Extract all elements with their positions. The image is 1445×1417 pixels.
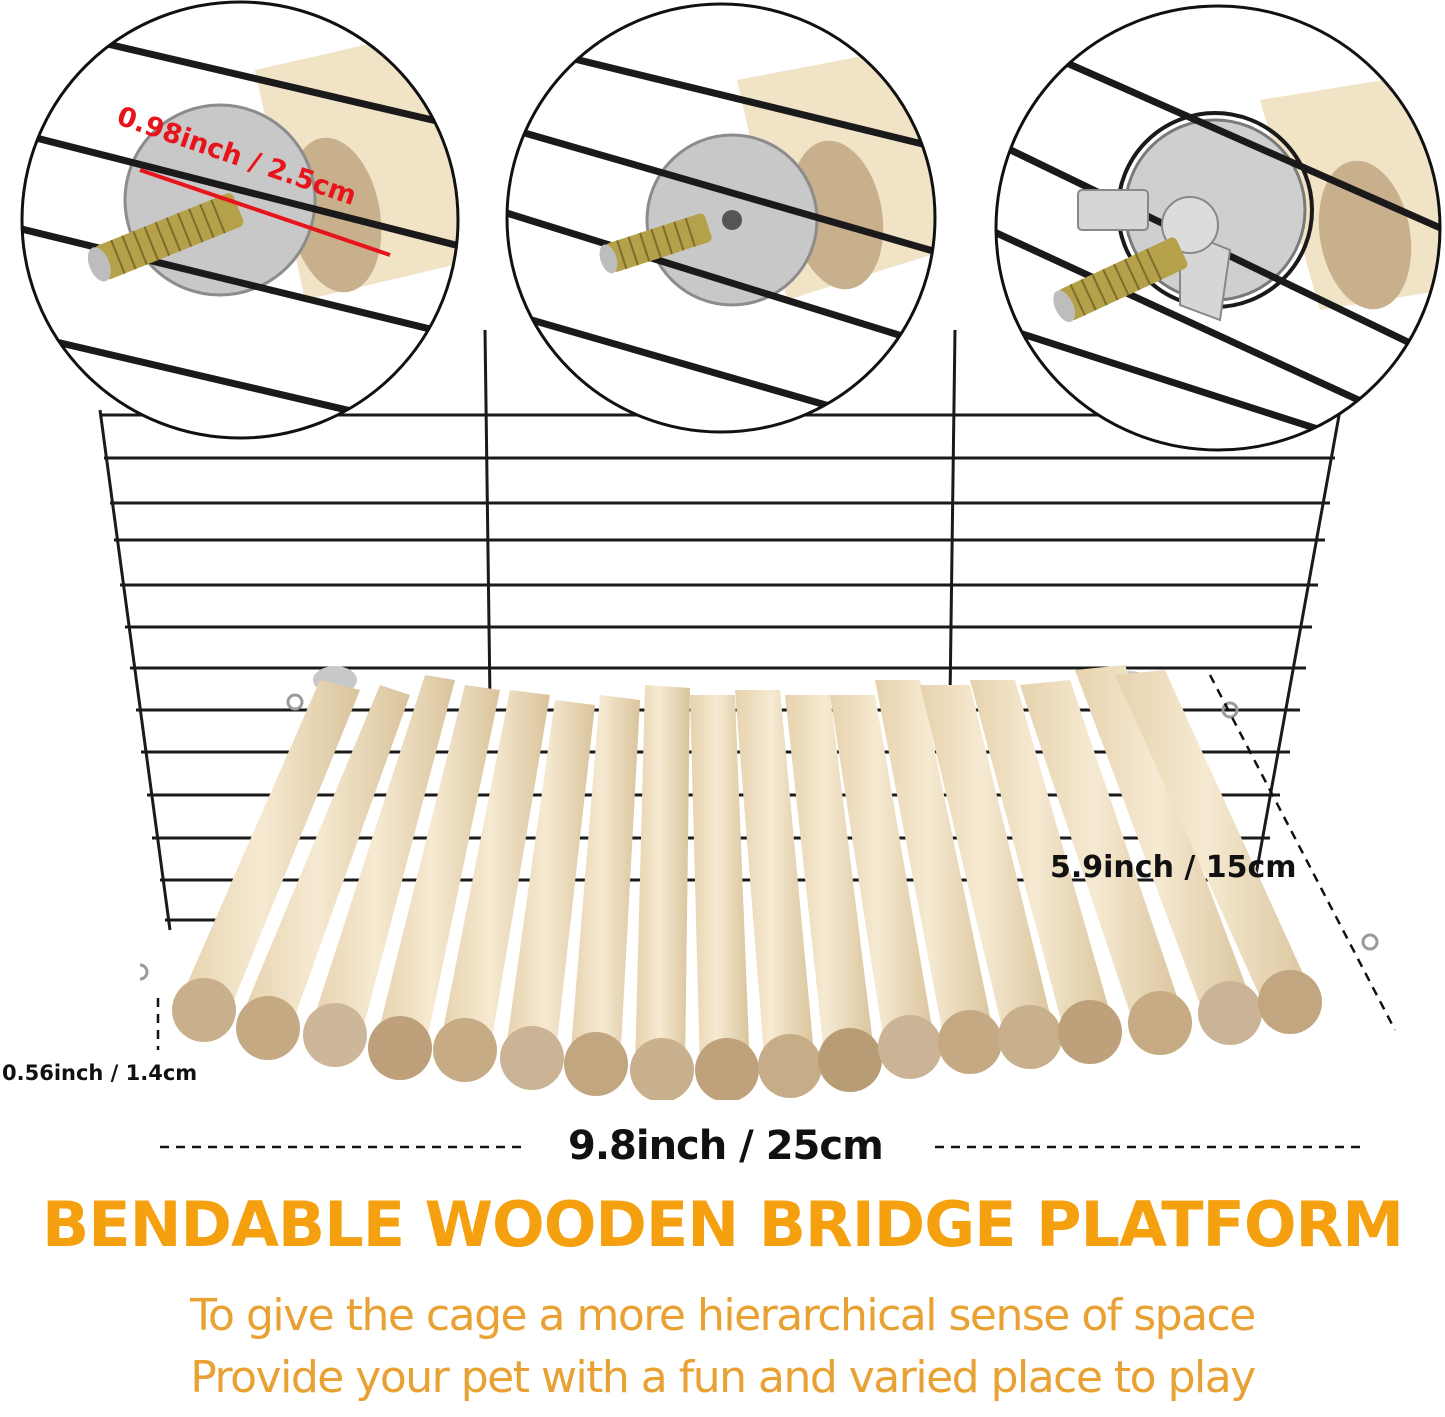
subtitle-line-2: Provide your pet with a fun and varied p…: [190, 1352, 1256, 1403]
width-dimension-label: 9.8inch / 25cm: [568, 1123, 884, 1169]
subtitle-line-1: To give the cage a more hierarchical sen…: [190, 1290, 1256, 1341]
product-headline: BENDABLE WOODEN BRIDGE PLATFORM: [41, 1188, 1404, 1261]
depth-dimension-label: 5.9inch / 15cm: [1050, 850, 1297, 885]
dimension-lines: [156, 674, 1397, 1149]
dowel-diameter-label: 0.56inch / 1.4cm: [2, 1061, 198, 1085]
detail-circle-2: [505, 2, 937, 434]
detail-circle-3: [994, 4, 1442, 452]
detail-circle-1: [20, 0, 460, 440]
wooden-bridge-platform: [140, 665, 1379, 1100]
